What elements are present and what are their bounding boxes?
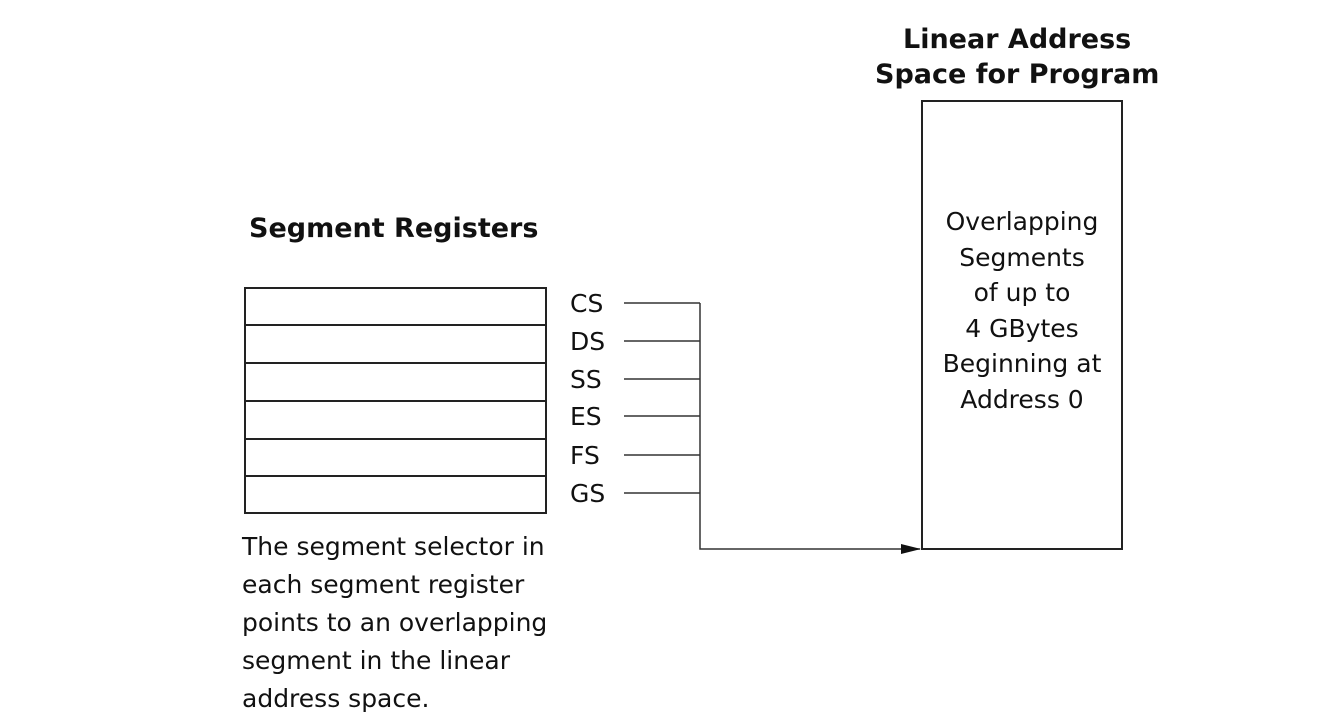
register-slot-gs xyxy=(244,475,547,514)
register-slot-es xyxy=(244,400,547,440)
caption-line: address space. xyxy=(242,684,430,713)
register-slot-ss xyxy=(244,362,547,402)
caption: The segment selector in each segment reg… xyxy=(242,528,622,718)
connector-arrow-to-linear-space xyxy=(699,303,921,554)
linear-space-line: 4 GBytes xyxy=(965,313,1079,343)
register-slot-cs xyxy=(244,287,547,326)
register-label-ss: SS xyxy=(570,365,602,394)
register-label-gs: GS xyxy=(570,479,606,508)
register-slot-fs xyxy=(244,438,547,477)
segment-register-stack xyxy=(244,287,547,514)
linear-space-line: Address 0 xyxy=(960,384,1084,414)
register-label-cs: CS xyxy=(570,289,604,318)
caption-line: segment in the linear xyxy=(242,646,511,675)
register-label-ds: DS xyxy=(570,327,606,356)
linear-space-line: Segments xyxy=(959,242,1085,272)
register-label-es: ES xyxy=(570,402,602,431)
register-connectors xyxy=(624,302,921,554)
segment-registers-title: Segment Registers xyxy=(249,213,539,244)
linear-space-line: Beginning at xyxy=(942,349,1102,378)
caption-line: points to an overlapping xyxy=(242,608,548,637)
linear-space-line: of up to xyxy=(973,278,1071,307)
linear-space-title-line-1: Linear Address xyxy=(903,24,1132,55)
register-slot-ds xyxy=(244,324,547,364)
linear-space-title-line-2: Space for Program xyxy=(875,59,1160,90)
register-label-fs: FS xyxy=(570,441,600,470)
linear-space-line: Overlapping xyxy=(945,207,1099,236)
caption-line: each segment register xyxy=(242,570,525,599)
caption-line: The segment selector in xyxy=(242,532,545,561)
linear-space-description: Overlapping Segments of up to 4 GBytes B… xyxy=(922,204,1122,417)
linear-address-space-box xyxy=(921,100,1123,550)
